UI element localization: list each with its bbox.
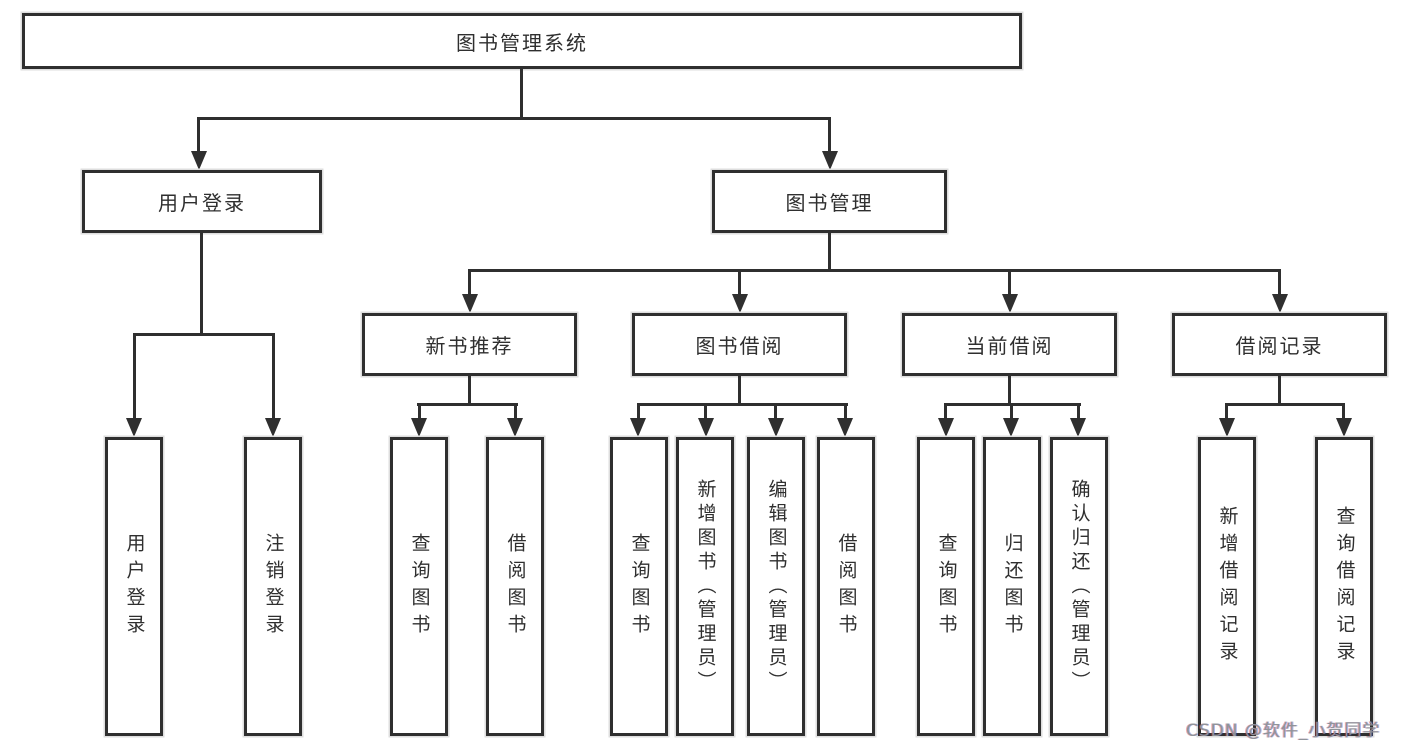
connector-new-book-stem (468, 376, 471, 406)
leaf-borrow-book-recommend: 借阅图书 (486, 437, 544, 736)
leaf-user-login: 用户登录 (105, 437, 163, 736)
arrowhead-down (837, 418, 853, 437)
connector-user-login-stem (200, 233, 203, 336)
leaf-add-borrow-record: 新增借阅记录 (1198, 437, 1256, 736)
connector-book-mgmt-stem (828, 233, 831, 272)
arrowhead-down (1002, 294, 1018, 313)
connector-drop (1010, 403, 1013, 418)
arrowhead-down (1070, 418, 1086, 437)
connector-book-borrow-stem (738, 376, 741, 406)
connector-root-split (197, 117, 831, 120)
node-user-login: 用户登录 (82, 170, 322, 233)
connector-to-logout-leaf (272, 333, 275, 419)
connector-to-login-leaf (133, 333, 136, 419)
node-book-management: 图书管理 (712, 170, 947, 233)
arrowhead-down (1336, 418, 1352, 437)
arrowhead-down (822, 151, 838, 170)
arrowhead-down (126, 418, 142, 437)
connector-book-mgmt-split (468, 269, 1281, 272)
arrowhead-down (507, 418, 523, 437)
node-new-book-recommend: 新书推荐 (362, 313, 577, 376)
connector-book-borrow-split (637, 403, 848, 406)
connector-drop (514, 403, 517, 418)
connector-current-borrow-stem (1008, 376, 1011, 406)
connector-to-book-borrow (738, 269, 741, 295)
connector-drop (704, 403, 707, 418)
connector-root-to-book-mgmt (828, 117, 831, 152)
connector-to-current-borrow (1008, 269, 1011, 295)
connector-borrow-record-stem (1278, 376, 1281, 406)
arrowhead-down (630, 418, 646, 437)
connector-drop (774, 403, 777, 418)
leaf-add-book-admin: 新增图书（管理员） (676, 437, 734, 736)
node-current-borrow: 当前借阅 (902, 313, 1117, 376)
leaf-query-book-borrow: 查询图书 (610, 437, 668, 736)
connector-drop (944, 403, 947, 418)
arrowhead-down (698, 418, 714, 437)
connector-borrow-record-split (1225, 403, 1345, 406)
leaf-return-book: 归还图书 (983, 437, 1041, 736)
connector-drop (844, 403, 847, 418)
leaf-confirm-return-admin: 确认归还（管理员） (1050, 437, 1108, 736)
arrowhead-down (265, 418, 281, 437)
connector-to-borrow-record (1278, 269, 1281, 295)
connector-user-login-split (133, 333, 275, 336)
connector-drop (637, 403, 640, 418)
leaf-query-borrow-record: 查询借阅记录 (1315, 437, 1373, 736)
leaf-edit-book-admin: 编辑图书（管理员） (747, 437, 805, 736)
arrowhead-down (732, 294, 748, 313)
connector-root-to-user-login (197, 117, 200, 152)
connector-drop (418, 403, 421, 418)
connector-new-book-split (417, 403, 518, 406)
arrowhead-down (411, 418, 427, 437)
node-borrow-record: 借阅记录 (1172, 313, 1387, 376)
arrowhead-down (1272, 294, 1288, 313)
connector-drop (1225, 403, 1228, 418)
leaf-borrow-book: 借阅图书 (817, 437, 875, 736)
node-book-borrow: 图书借阅 (632, 313, 847, 376)
connector-root-stem (520, 69, 523, 119)
csdn-watermark: CSDN @软件_小贺同学 (1186, 721, 1381, 741)
arrowhead-down (462, 294, 478, 313)
connector-to-new-book (468, 269, 471, 295)
arrowhead-down (938, 418, 954, 437)
leaf-query-book-recommend: 查询图书 (390, 437, 448, 736)
arrowhead-down (768, 418, 784, 437)
arrowhead-down (1219, 418, 1235, 437)
connector-drop (1342, 403, 1345, 418)
arrowhead-down (191, 151, 207, 170)
leaf-logout: 注销登录 (244, 437, 302, 736)
arrowhead-down (1003, 418, 1019, 437)
connector-drop (1077, 403, 1080, 418)
node-library-management-system: 图书管理系统 (22, 13, 1022, 69)
leaf-query-book-current: 查询图书 (917, 437, 975, 736)
